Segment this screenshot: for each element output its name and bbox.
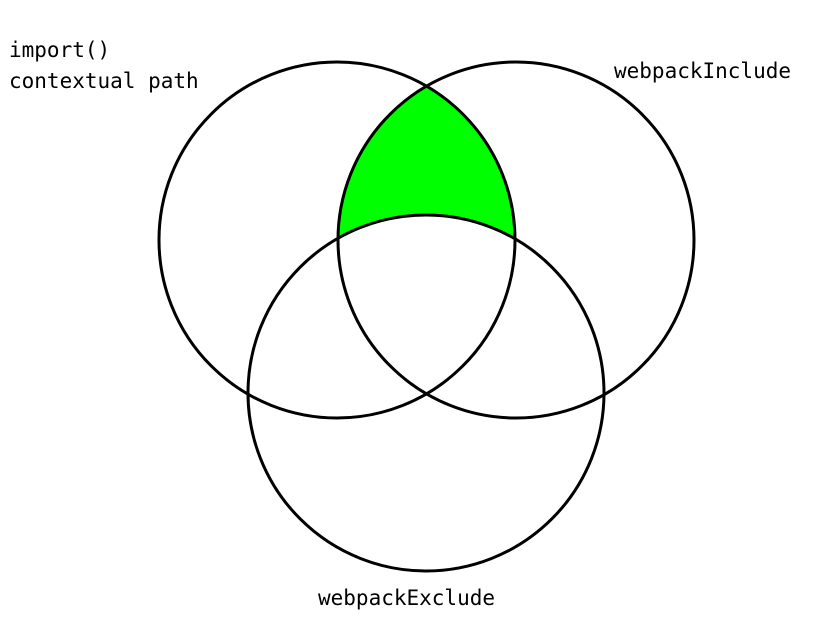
import-label-line-2: contextual path [9, 69, 199, 93]
import-label-line-1: import() [9, 38, 111, 62]
webpack-include-label: webpackInclude [614, 59, 792, 83]
webpack-exclude-label: webpackExclude [318, 586, 496, 610]
webpack-include-circle [336, 60, 696, 420]
webpack-exclude-circle [246, 213, 606, 573]
import-contextual-path-label: import() contextual path [9, 35, 199, 97]
